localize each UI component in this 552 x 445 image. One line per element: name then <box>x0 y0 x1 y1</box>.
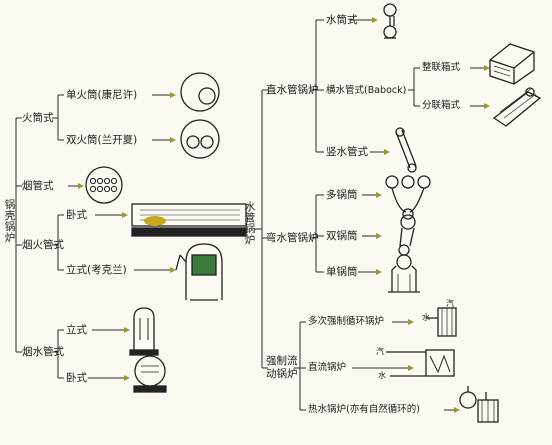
bent-water-tube-label: 弯水管锅炉 <box>266 232 319 244</box>
hot-water-boiler-icon <box>459 386 499 423</box>
whole-header-babcock-boiler-icon <box>490 44 534 84</box>
single-fire-tube-label: 单火筒(康尼许) <box>66 89 138 101</box>
single-drum-label: 单锅筒 <box>326 266 358 278</box>
smoke-tube-label: 烟管式 <box>22 180 54 192</box>
horizontal-smoke-water-tube-boiler-icon <box>133 355 167 393</box>
split-header-babcock-boiler-icon <box>494 87 540 126</box>
smoke-water-vertical-label: 立式 <box>66 324 87 336</box>
whole-header-label: 整联箱式 <box>422 62 461 73</box>
multi-drum-bent-tube-boiler-icon <box>385 175 431 220</box>
water-marker: 水 <box>422 313 430 322</box>
fire-smoke-horizontal-label: 卧式 <box>66 209 87 221</box>
straight-water-tube-label: 直水管锅炉 <box>266 84 319 96</box>
fire-tube-label: 火筒式 <box>22 112 54 124</box>
vertical-smoke-water-tube-boiler-icon <box>129 308 159 356</box>
vertical-water-tube-label: 竖水管式 <box>326 146 368 158</box>
horizontal-fire-smoke-tube-boiler-icon <box>131 203 247 237</box>
double-drum-bent-tube-boiler-icon <box>398 214 416 256</box>
water-marker: 水 <box>378 371 386 380</box>
single-drum-bent-tube-boiler-icon <box>388 254 420 292</box>
smoke-tube-boiler-icon <box>85 166 123 204</box>
water-tube-boiler-root-label: 水管锅炉 <box>244 201 256 246</box>
smoke-water-tube-label: 烟水管式 <box>22 346 64 358</box>
multi-drum-label: 多锅筒 <box>326 189 358 201</box>
double-fire-tube-boiler-icon <box>180 119 220 159</box>
fire-smoke-vertical-label: 立式(考克兰) <box>66 264 127 276</box>
water-drum-type-label: 水筒式 <box>326 14 358 26</box>
single-fire-tube-boiler-icon <box>180 72 220 112</box>
once-through-boiler-icon <box>386 349 455 377</box>
split-header-label: 分联箱式 <box>422 100 461 111</box>
steam-marker: 汽 <box>376 347 384 356</box>
forced-flow-label: 强制流动锅炉 <box>266 355 298 380</box>
multi-forced-circulation-boiler-icon <box>426 307 457 337</box>
water-drum-boiler-icon <box>383 3 397 39</box>
shell-boiler-root-label: 锅壳锅炉 <box>4 199 16 244</box>
fire-smoke-tube-label: 烟火管式 <box>22 239 64 251</box>
cochran-vertical-boiler-icon <box>176 244 222 300</box>
double-drum-label: 双锅筒 <box>326 230 358 242</box>
multi-forced-circulation-label: 多次强制循环锅炉 <box>308 316 385 327</box>
once-through-label: 直流锅炉 <box>308 362 347 373</box>
steam-marker: 汽 <box>446 299 454 308</box>
smoke-water-horizontal-label: 卧式 <box>66 372 87 384</box>
vertical-water-tube-boiler-icon <box>395 127 417 173</box>
cross-water-tube-label: 横水管式(Babock) <box>326 85 407 96</box>
hot-water-boiler-label: 热水锅炉(亦有自然循环的) <box>308 404 420 415</box>
double-fire-tube-label: 双火筒(兰开夏) <box>66 134 138 146</box>
